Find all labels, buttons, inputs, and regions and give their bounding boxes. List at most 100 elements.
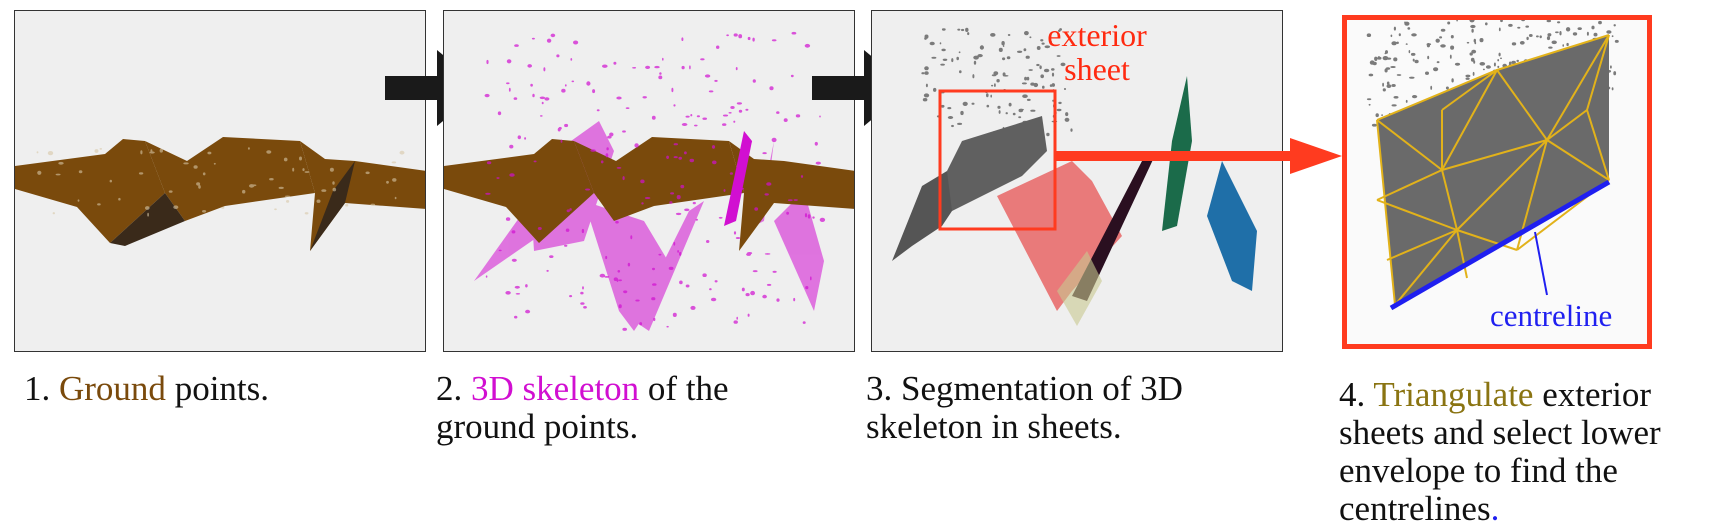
- point-speck: [606, 147, 609, 151]
- point-speck: [1517, 26, 1521, 29]
- point-speck: [560, 139, 563, 143]
- point-speck: [537, 227, 542, 230]
- point-speck: [714, 79, 718, 82]
- point-speck: [729, 172, 733, 175]
- point-speck: [1412, 58, 1415, 62]
- point-speck: [815, 161, 821, 165]
- point-speck: [1469, 20, 1475, 23]
- point-speck: [941, 48, 946, 52]
- point-speck: [1036, 63, 1040, 67]
- point-speck: [684, 151, 687, 155]
- caption-2-num: 2.: [436, 369, 471, 408]
- point-speck: [709, 288, 712, 291]
- point-speck: [549, 255, 554, 258]
- point-speck: [1471, 49, 1477, 54]
- point-speck: [399, 150, 405, 155]
- point-speck: [931, 56, 937, 59]
- point-speck: [711, 145, 716, 149]
- point-speck: [583, 306, 587, 309]
- centreline-label: centreline: [1490, 298, 1613, 333]
- point-speck: [1613, 71, 1617, 76]
- point-speck: [658, 253, 662, 256]
- skeleton-sheet-bright: [724, 131, 752, 226]
- point-speck: [965, 27, 969, 32]
- point-speck: [764, 253, 771, 255]
- point-speck: [1058, 101, 1062, 105]
- point-speck: [819, 217, 826, 222]
- point-speck: [1382, 82, 1384, 87]
- point-speck: [1586, 31, 1589, 36]
- point-speck: [762, 152, 767, 155]
- point-speck: [1070, 128, 1073, 132]
- caption-4-rest: exterior sheets and select lower envelop…: [1339, 375, 1661, 528]
- point-speck: [1033, 82, 1039, 88]
- point-speck: [506, 82, 510, 85]
- point-speck: [1036, 46, 1041, 50]
- point-speck: [329, 167, 334, 172]
- point-speck: [819, 115, 821, 118]
- point-speck: [1375, 113, 1379, 118]
- point-speck: [525, 284, 528, 288]
- point-speck: [771, 137, 777, 143]
- caption-3-text: 3. Segmentation of 3D skeleton in sheets…: [866, 369, 1183, 446]
- point-speck: [718, 216, 723, 219]
- point-speck: [286, 200, 290, 203]
- point-speck: [922, 98, 928, 102]
- point-speck: [221, 206, 225, 209]
- point-speck: [681, 37, 684, 41]
- point-speck: [752, 79, 756, 83]
- point-speck: [973, 55, 979, 60]
- point-speck: [1377, 56, 1381, 59]
- point-speck: [1557, 21, 1561, 24]
- point-speck: [1449, 54, 1452, 59]
- point-speck: [745, 293, 750, 297]
- caption-4-num: 4.: [1339, 375, 1374, 414]
- point-speck: [787, 199, 793, 202]
- point-speck: [514, 44, 519, 47]
- point-speck: [1546, 36, 1551, 41]
- point-speck: [939, 42, 942, 45]
- point-speck: [1385, 67, 1391, 70]
- point-speck: [924, 71, 929, 75]
- point-speck: [1022, 94, 1028, 98]
- point-speck: [392, 178, 397, 182]
- point-speck: [99, 148, 103, 150]
- point-speck: [622, 176, 625, 181]
- point-speck: [1404, 21, 1406, 24]
- point-speck: [716, 45, 720, 49]
- point-speck: [109, 179, 113, 183]
- point-speck: [676, 195, 681, 200]
- point-speck: [766, 283, 772, 286]
- point-speck: [738, 109, 743, 113]
- point-speck: [1050, 40, 1052, 45]
- point-speck: [669, 201, 673, 204]
- point-speck: [304, 171, 310, 173]
- point-speck: [304, 212, 309, 215]
- point-speck: [1479, 38, 1484, 43]
- point-speck: [530, 83, 533, 87]
- point-speck: [802, 321, 806, 324]
- point-speck: [1041, 42, 1045, 45]
- point-speck: [1002, 45, 1005, 47]
- point-speck: [1445, 86, 1449, 90]
- point-speck: [998, 47, 1003, 53]
- point-speck: [618, 304, 622, 309]
- point-speck: [140, 150, 143, 155]
- point-speck: [1026, 98, 1031, 101]
- point-speck: [1528, 34, 1533, 37]
- point-speck: [590, 149, 596, 152]
- point-speck: [673, 241, 676, 246]
- point-speck: [994, 83, 996, 87]
- point-speck: [1466, 41, 1470, 44]
- point-speck: [1409, 76, 1415, 79]
- point-speck: [1435, 38, 1440, 43]
- point-speck: [748, 141, 753, 143]
- point-speck: [641, 202, 644, 205]
- point-speck: [564, 123, 569, 128]
- point-speck: [702, 117, 707, 120]
- point-speck: [509, 144, 514, 149]
- point-speck: [316, 199, 321, 203]
- point-speck: [672, 312, 677, 317]
- point-speck: [772, 270, 777, 273]
- point-speck: [750, 290, 755, 296]
